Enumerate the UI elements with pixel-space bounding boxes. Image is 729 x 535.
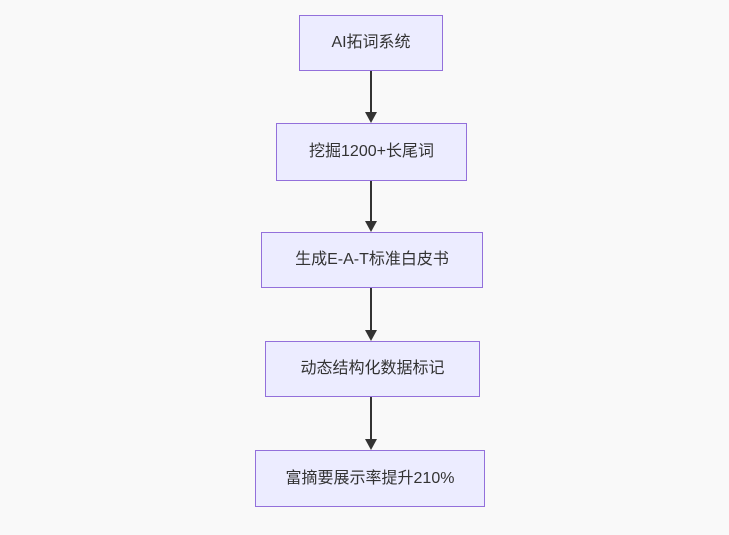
flow-node-eat-whitepaper: 生成E-A-T标准白皮书 <box>261 232 483 288</box>
flow-node-longtail-keywords: 挖掘1200+长尾词 <box>276 123 467 181</box>
flow-node-label: 动态结构化数据标记 <box>300 360 445 378</box>
arrow-line <box>370 397 372 440</box>
arrowhead-down-icon <box>365 221 377 232</box>
arrow-line <box>370 181 372 222</box>
flow-edge-4 <box>364 397 378 450</box>
arrow-line <box>370 288 372 331</box>
flow-node-label: 生成E-A-T标准白皮书 <box>295 251 449 269</box>
flow-node-structured-data-markup: 动态结构化数据标记 <box>265 341 480 397</box>
flow-node-rich-snippet-rate: 富摘要展示率提升210% <box>255 450 485 507</box>
flow-edge-2 <box>364 181 378 232</box>
flow-node-label: AI拓词系统 <box>331 34 411 52</box>
arrow-line <box>370 71 372 113</box>
flow-node-label: 富摘要展示率提升210% <box>285 469 455 487</box>
flow-edge-3 <box>364 288 378 341</box>
flow-edge-1 <box>364 71 378 123</box>
arrowhead-down-icon <box>365 330 377 341</box>
arrowhead-down-icon <box>365 112 377 123</box>
arrowhead-down-icon <box>365 439 377 450</box>
flow-node-ai-word-expansion: AI拓词系统 <box>299 15 443 71</box>
flow-node-label: 挖掘1200+长尾词 <box>309 143 434 161</box>
